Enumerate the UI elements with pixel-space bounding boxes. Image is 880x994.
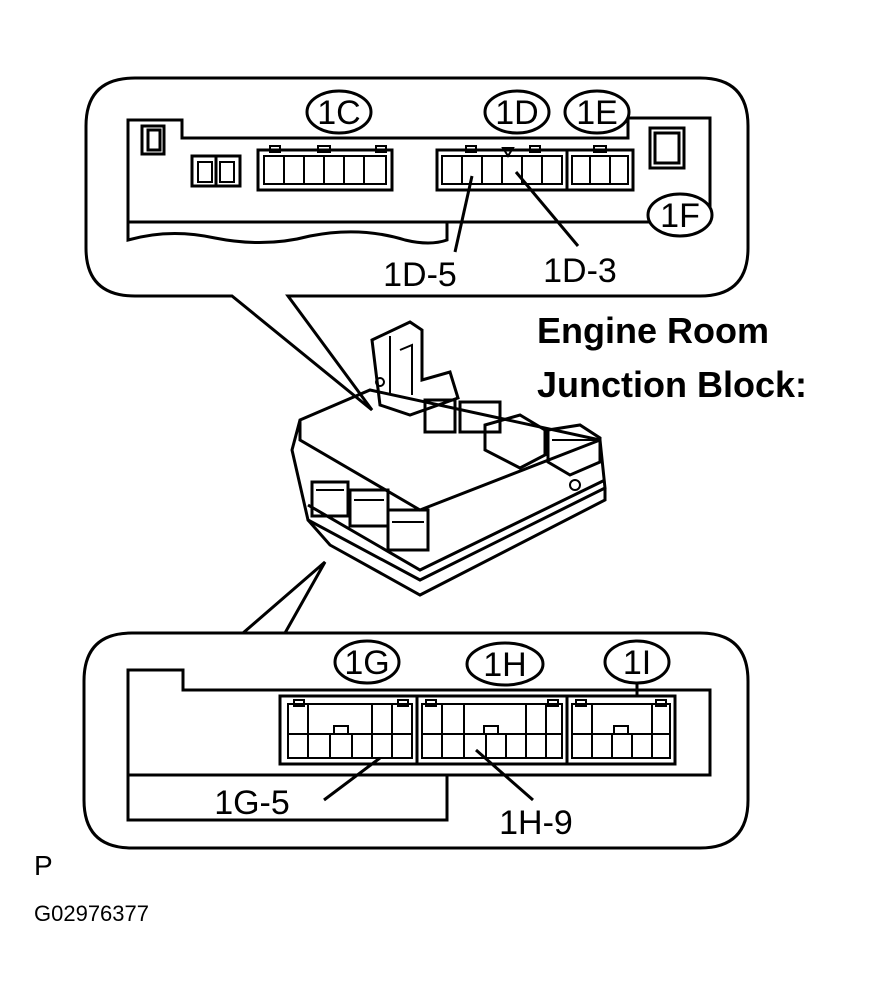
bottom-panel-outline	[126, 668, 712, 777]
connector-1g-oval	[333, 639, 401, 685]
connector-1e-body	[565, 145, 635, 192]
connector-1d-label: 1D	[495, 94, 538, 132]
pin-1d-5-label: 1D-5	[383, 256, 457, 294]
connector-1h-label: 1H	[483, 646, 526, 684]
connector-1h-oval	[465, 641, 545, 687]
top-small-square	[140, 124, 166, 156]
corner-letter: P	[34, 850, 53, 881]
connector-1h-body	[415, 694, 569, 766]
connector-1c-label: 1C	[317, 94, 360, 132]
pin-1g-5-pointer	[323, 756, 381, 802]
junction-block-illustration	[290, 320, 607, 597]
connector-1g-label: 1G	[344, 644, 389, 682]
pin-1g-5-label: 1G-5	[214, 784, 290, 822]
title-line-1: Engine Room	[537, 310, 769, 351]
connector-1i-body	[565, 694, 677, 766]
connector-1c-oval	[305, 89, 373, 135]
pin-1d-3-pointer	[514, 171, 580, 247]
figure-code: G02976377	[34, 901, 149, 926]
pin-1h-9-pointer	[475, 748, 534, 802]
connector-1d-oval	[483, 89, 551, 135]
top-small-square-inner	[146, 128, 162, 152]
connector-1c-body	[256, 145, 394, 192]
connector-1e-label: 1E	[576, 94, 618, 132]
top-callout: 1C 1D 1E 1F 1D-5 1D-3	[84, 76, 750, 412]
connector-1d-body	[435, 145, 569, 192]
title-line-2: Junction Block:	[537, 364, 807, 405]
top-callout-bubble	[84, 76, 750, 412]
top-right-square-inner	[653, 131, 681, 165]
top-right-square	[648, 126, 686, 170]
connector-1e-oval	[563, 89, 631, 135]
pin-1d-5-pointer	[453, 175, 474, 253]
top-panel-break	[126, 222, 449, 245]
connector-1f-label: 1F	[660, 197, 700, 235]
connector-1f-oval	[646, 192, 714, 238]
pin-1d-3-label: 1D-3	[543, 252, 617, 290]
pin-1h-9-label: 1H-9	[499, 804, 573, 842]
bottom-callout: 1G 1H 1I 1G-5 1H-9	[82, 560, 750, 850]
connector-1i-label: 1I	[623, 644, 651, 682]
connector-1g-body	[278, 694, 419, 766]
bottom-panel-lower	[126, 775, 449, 822]
bottom-callout-bubble	[82, 560, 750, 850]
